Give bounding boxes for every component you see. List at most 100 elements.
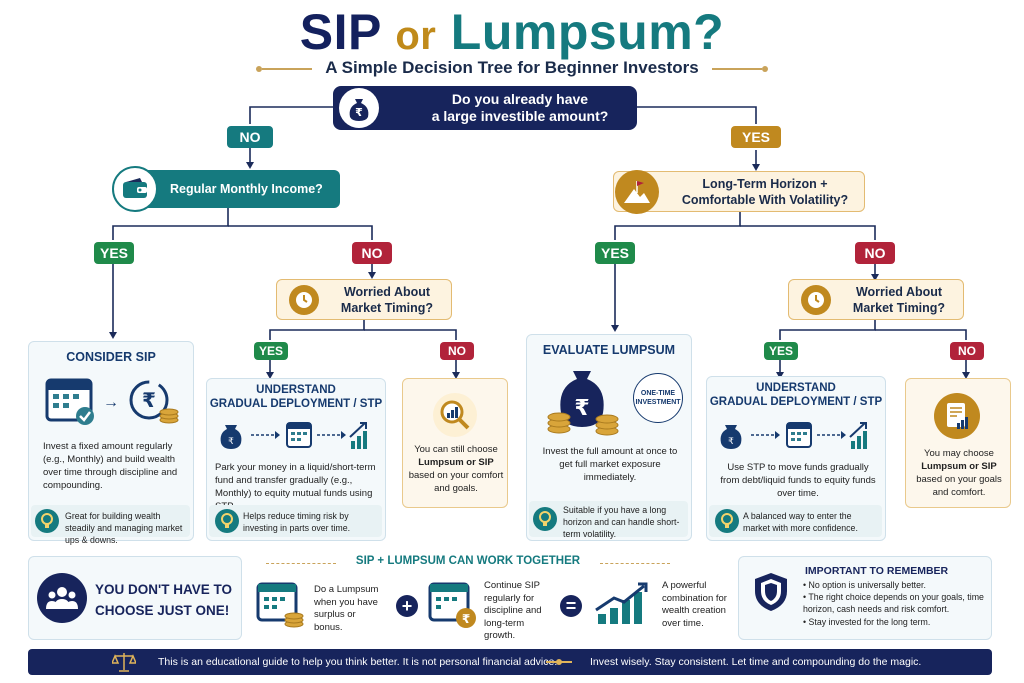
money-bag-icon: ₹ [545,365,625,442]
left-yes-pill: YES [94,242,134,264]
root-yes-pill: YES [731,126,781,148]
together-rule-left [266,563,336,564]
left-choose-after: based on your comfort and goals. [408,470,504,494]
together-heading: SIP + LUMPSUM CAN WORK TOGETHER [355,555,581,567]
left-stp-heading-line2: GRADUAL DEPLOYMENT / STP [209,398,383,410]
right-yes-pill: YES [595,242,635,264]
document-chart-icon [934,393,980,439]
left-stp-flow-icons: ₹ [217,419,377,456]
clock-icon [289,285,319,315]
left-stp-card: UNDERSTAND GRADUAL DEPLOYMENT / STP ₹ Pa… [206,378,386,541]
svg-text:₹: ₹ [355,106,363,119]
title-lumpsum: Lumpsum? [450,4,725,60]
page-subtitle: A Simple Decision Tree for Beginner Inve… [325,58,699,77]
plus-icon: + [396,595,418,617]
evaluate-lumpsum-card: EVALUATE LUMPSUM ₹ ONE-TIME INVESTMENT I… [526,334,692,541]
evaluate-lumpsum-heading: EVALUATE LUMPSUM [542,343,676,357]
subtitle-dot-right [762,66,768,72]
choose-one-card: YOU DON'T HAVE TO CHOOSE JUST ONE! [28,556,242,640]
right-choose-card: You may choose Lumpsum or SIP based on y… [905,378,1011,508]
title-or: or [395,14,437,58]
magnifier-chart-icon [433,393,477,437]
left-stp-heading: UNDERSTAND GRADUAL DEPLOYMENT / STP [207,383,385,411]
one-time-badge-line2: INVESTMENT [635,399,681,406]
right-question-line2: Comfortable With Volatility? [681,192,849,207]
root-question-line2: a large investible amount? [431,108,609,124]
lightbulb-icon [533,507,557,531]
left-stp-tip-text: Helps reduce timing risk by investing in… [243,511,351,533]
left-question-text: Regular Monthly Income? [170,182,323,196]
choose-one-line1: YOU DON'T HAVE TO [95,582,232,597]
subtitle-rule-left [262,68,312,70]
lightbulb-icon [215,509,239,533]
remember-list: • No option is universally better. • The… [803,579,989,628]
consider-sip-text: Invest a fixed amount regularly (e.g., M… [43,441,178,491]
subtitle-dot-left [256,66,262,72]
choose-one-line2: CHOOSE JUST ONE! [95,603,230,618]
one-time-badge-line1: ONE-TIME [640,390,676,397]
lightbulb-icon [715,509,739,533]
right-timing-yes-pill: YES [764,342,798,360]
svg-text:₹: ₹ [462,612,470,626]
mountain-flag-icon [615,170,659,214]
together-step1: Do a Lumpsum when you have surplus or bo… [314,584,379,633]
left-choose-card: You can still choose Lumpsum or SIP base… [402,378,508,508]
money-bag-icon: ₹ [339,88,379,128]
right-choose-bold: Lumpsum or SIP [921,461,997,472]
svg-text:₹: ₹ [574,396,589,421]
root-no-pill: NO [227,126,273,148]
right-stp-card: UNDERSTAND GRADUAL DEPLOYMENT / STP ₹ Us… [706,376,886,541]
root-question-line1: Do you already have [451,91,589,107]
equals-icon: = [560,595,582,617]
evaluate-lumpsum-tip-text: Suitable if you have a long horizon and … [563,505,680,539]
footer-disclaimer: This is an educational guide to help you… [158,656,558,668]
together-step3: A powerful combination for wealth creati… [662,580,727,629]
right-stp-heading-line2: GRADUAL DEPLOYMENT / STP [709,396,883,408]
rupee-cycle-icon: ₹ [125,376,181,433]
remember-heading: IMPORTANT TO REMEMBER [805,565,949,577]
evaluate-lumpsum-text: Invest the full amount at once to get fu… [542,446,678,483]
left-choose-bold: Lumpsum or SIP [418,457,494,468]
left-no-pill: NO [352,242,392,264]
svg-text:₹: ₹ [228,437,234,447]
lightbulb-icon [35,509,59,533]
right-timing-line2: Market Timing? [852,300,946,315]
left-question: Regular Monthly Income? [118,170,340,208]
svg-text:₹: ₹ [142,388,156,412]
left-choose-before: You can still choose [414,444,498,455]
people-group-icon [37,573,87,623]
right-stp-flow-icons: ₹ [717,419,877,456]
growth-chart-icon [594,582,650,631]
right-choose-before: You may choose [924,448,994,459]
right-no-pill: NO [855,242,895,264]
right-choose-text: You may choose Lumpsum or SIP based on y… [910,447,1008,499]
scales-icon [110,651,138,676]
right-question: Long-Term Horizon + Comfortable With Vol… [613,171,865,212]
together-rule-right [600,563,670,564]
right-stp-heading-line1: UNDERSTAND [756,382,836,394]
left-timing-yes-pill: YES [254,342,288,360]
right-stp-tip-text: A balanced way to enter the market with … [743,511,858,533]
subtitle-rule-right [712,68,762,70]
right-timing-line1: Worried About [855,284,943,299]
right-question-line1: Long-Term Horizon + [702,176,828,191]
remember-item: • Stay invested for the long term. [803,616,931,627]
shield-icon [753,571,789,618]
arrow-icon: → [103,394,119,411]
remember-item: • The right choice depends on your goals… [803,592,984,615]
title-sip: SIP [299,4,381,60]
left-timing-no-pill: NO [440,342,474,360]
one-time-badge: ONE-TIME INVESTMENT [633,373,683,423]
together-step2: Continue SIP regularly for discipline an… [484,580,542,641]
consider-sip-card: CONSIDER SIP → ₹ Invest a fixed amount r… [28,341,194,545]
clock-icon [801,285,831,315]
calendar-rupee-icon: ₹ [428,580,478,633]
footer-divider-dot [556,659,562,665]
root-question: ₹ Do you already have a large investible… [333,86,637,130]
svg-text:₹: ₹ [728,437,734,447]
footer-tagline: Invest wisely. Stay consistent. Let time… [590,656,922,668]
consider-sip-heading: CONSIDER SIP [66,350,156,364]
choose-one-text: YOU DON'T HAVE TO CHOOSE JUST ONE! [95,579,232,621]
wallet-icon [112,166,158,212]
